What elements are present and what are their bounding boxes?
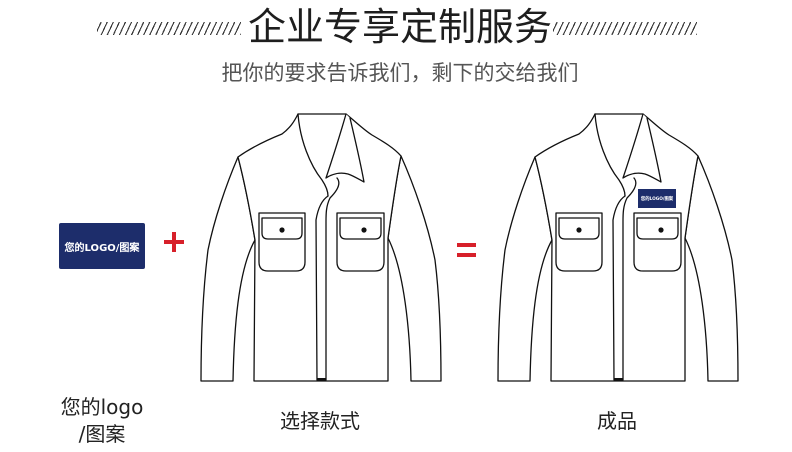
logo-placeholder-label: 您的LOGO/图案 [64, 242, 140, 254]
caption-your-logo-line1: 您的logo [60, 395, 144, 419]
logo-placeholder-box: 您的LOGO/图案 [59, 223, 145, 269]
caption-your-logo: 您的logo /图案 [40, 394, 164, 448]
caption-finished-product: 成品 [597, 409, 637, 433]
plus-icon [162, 230, 186, 254]
decorative-hatch-right [553, 22, 697, 35]
page-subtitle: 把你的要求告诉我们，剩下的交给我们 [221, 61, 579, 85]
caption-choose-style: 选择款式 [280, 409, 360, 433]
equals-icon [456, 241, 478, 259]
logo-patch-on-jacket: 您的LOGO/图案 [638, 189, 676, 208]
logo-patch-label: 您的LOGO/图案 [640, 196, 674, 202]
jacket-with-logo-icon [497, 113, 739, 382]
decorative-hatch-left [97, 22, 241, 35]
caption-your-logo-line2: /图案 [78, 422, 126, 446]
page-title: 企业专享定制服务 [248, 5, 553, 49]
